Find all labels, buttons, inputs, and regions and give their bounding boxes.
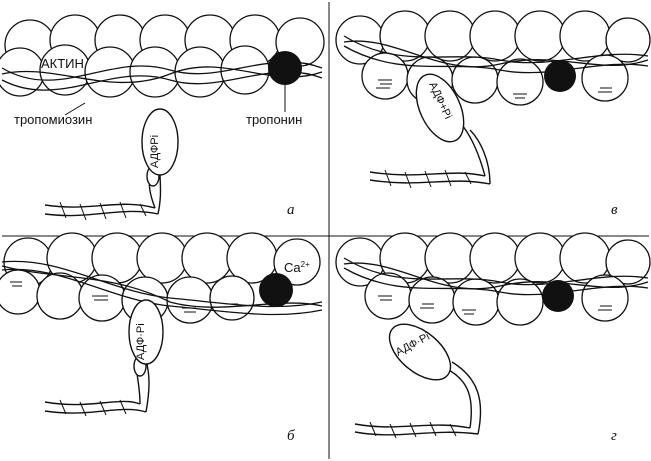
panel-v: АДФ+Pi в — [335, 10, 651, 218]
tropomyosin-strand — [343, 35, 649, 74]
tropomyosin-strand — [1, 61, 323, 91]
myosin-head — [388, 323, 452, 381]
panel-a: АКТИН тропомиозин тропонин АДФPi а — [0, 14, 325, 221]
actin-label: АКТИН — [41, 56, 84, 71]
tropomyosin-label: тропомиозин — [14, 112, 92, 127]
panel-b: АДФ·Pi Ca2+ б — [0, 232, 323, 444]
actin-beads-back — [335, 232, 651, 287]
myosin-molecule — [354, 323, 482, 439]
myosin-molecule — [369, 73, 491, 189]
troponin-bead — [268, 51, 302, 85]
troponin-bead — [544, 60, 576, 92]
actin-beads-back — [335, 10, 651, 65]
panel-letter-g: г — [611, 428, 617, 444]
troponin-bead — [542, 280, 574, 312]
troponin-label: тропонин — [246, 112, 302, 127]
panel-letter-b: б — [287, 428, 295, 444]
myosin-head — [415, 73, 465, 143]
adp-pi-label: АДФ·Pi — [135, 323, 147, 360]
adp-pi-label: АДФPi — [149, 135, 161, 168]
tropomyosin-strand — [1, 260, 323, 316]
panel-letter-v: в — [611, 202, 618, 218]
binding-site-marks — [378, 295, 612, 315]
myosin-head — [141, 108, 179, 176]
myosin-head — [128, 299, 164, 365]
calcium-label: Ca2+ — [284, 260, 310, 275]
tropomyosin-strand — [343, 257, 649, 296]
panel-g: АДФ·Pi г — [335, 232, 651, 444]
actin-beads-back — [3, 232, 321, 287]
troponin-bead — [259, 273, 293, 307]
myosin-molecule — [44, 299, 164, 417]
myosin-molecule — [44, 108, 179, 221]
panel-letter-a: а — [287, 202, 295, 218]
tropomyosin-leader — [64, 102, 86, 116]
